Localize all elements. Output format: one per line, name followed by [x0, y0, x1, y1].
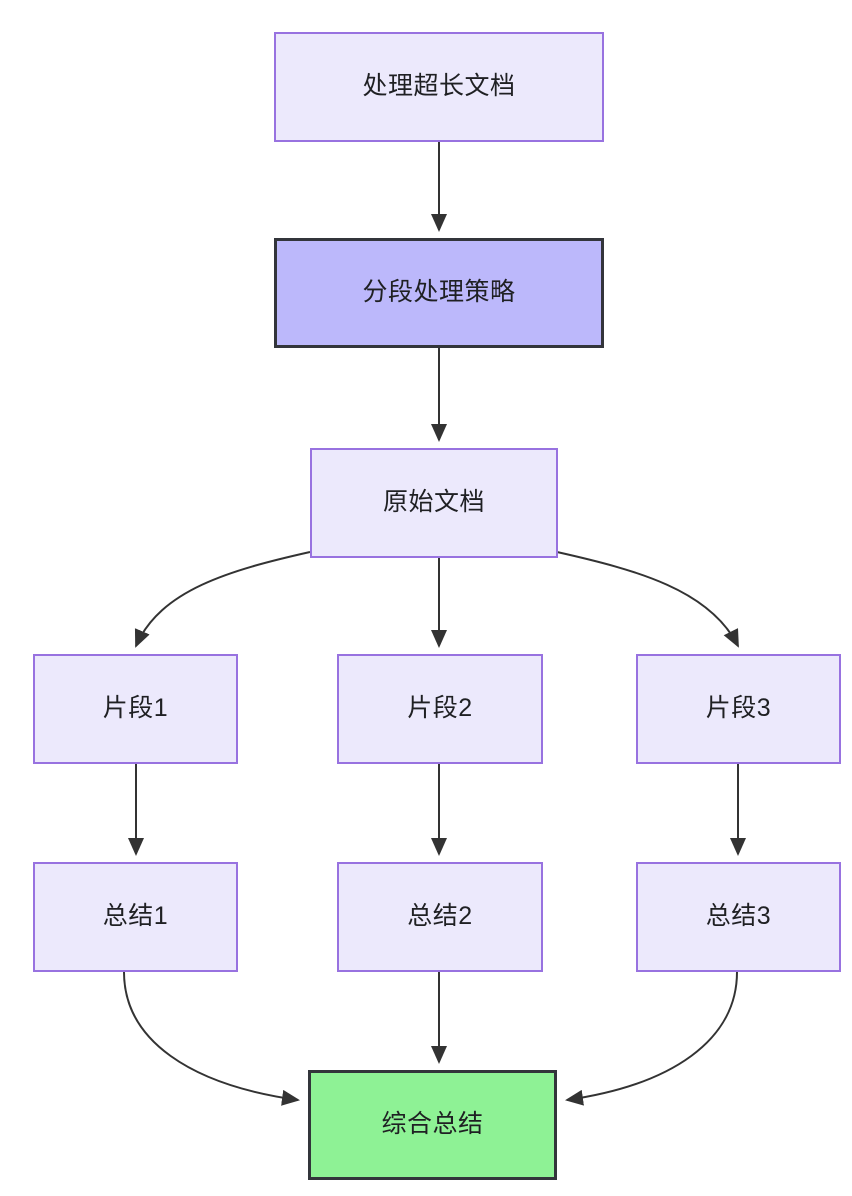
node-process-long-document[interactable]: 处理超长文档 — [274, 32, 604, 142]
node-summary-2[interactable]: 总结2 — [337, 862, 543, 972]
node-comprehensive-summary[interactable]: 综合总结 — [308, 1070, 557, 1180]
node-summary-1[interactable]: 总结1 — [33, 862, 238, 972]
node-label: 片段2 — [407, 694, 473, 723]
edge-n7-n10 — [123, 971, 300, 1106]
edge-n9-n10 — [565, 971, 738, 1106]
node-summary-3[interactable]: 总结3 — [636, 862, 841, 972]
node-fragment-2[interactable]: 片段2 — [337, 654, 543, 764]
node-label: 处理超长文档 — [362, 72, 516, 101]
node-label: 分段处理策略 — [362, 278, 516, 307]
node-original-document[interactable]: 原始文档 — [310, 448, 558, 558]
node-fragment-1[interactable]: 片段1 — [33, 654, 238, 764]
node-chunking-strategy[interactable]: 分段处理策略 — [274, 238, 604, 348]
node-label: 总结2 — [407, 902, 473, 931]
edge-n3-n4 — [134, 551, 311, 648]
node-fragment-3[interactable]: 片段3 — [636, 654, 841, 764]
node-label: 总结3 — [705, 902, 772, 931]
node-label: 片段1 — [102, 694, 169, 723]
edge-n3-n6 — [556, 551, 739, 648]
node-label: 综合总结 — [381, 1110, 484, 1139]
node-label: 总结1 — [102, 902, 169, 931]
node-label: 原始文档 — [382, 488, 485, 517]
node-label: 片段3 — [705, 694, 772, 723]
